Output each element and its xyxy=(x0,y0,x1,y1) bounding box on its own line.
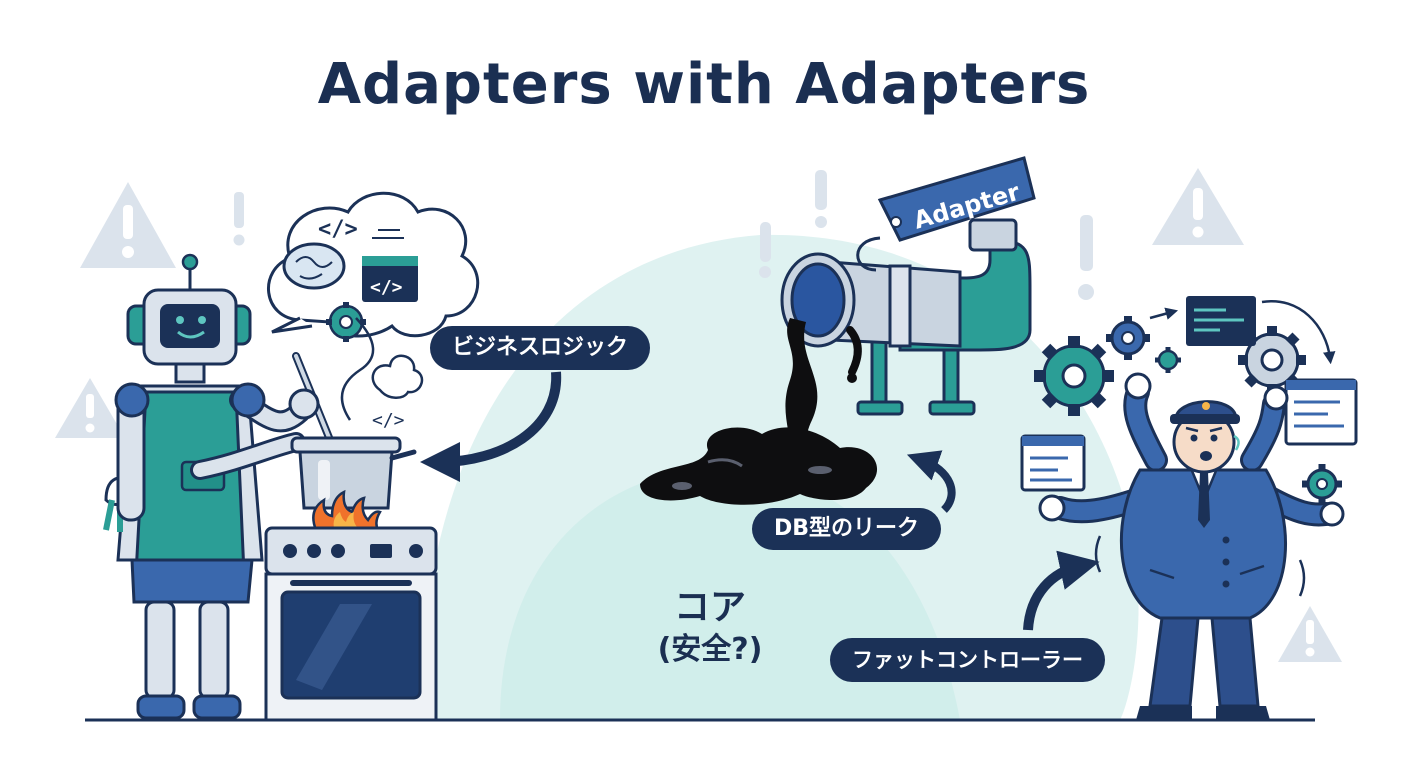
gear-icon xyxy=(1034,336,1114,416)
core-title: コア xyxy=(673,587,746,628)
db-leak xyxy=(640,318,878,505)
warning-icon xyxy=(1152,168,1244,245)
flame-icon xyxy=(312,489,382,532)
code-window-icon xyxy=(1186,296,1256,346)
gear-icon xyxy=(1106,316,1150,360)
code-glyph: </> xyxy=(372,410,405,431)
exclamation-icon xyxy=(233,192,245,246)
brain-icon xyxy=(282,242,346,290)
business-logic-label: ビジネスロジック xyxy=(430,326,651,370)
code-window-icon xyxy=(1020,434,1086,492)
thought-tail xyxy=(271,316,313,334)
code-window-icon xyxy=(1284,378,1358,446)
core-label: コア (安全?) xyxy=(590,586,830,670)
arrow-business-logic xyxy=(420,371,562,482)
steam xyxy=(340,317,375,421)
stove xyxy=(264,526,438,722)
page-title: Adapters with Adapters xyxy=(317,52,1091,117)
core-subtitle: (安全?) xyxy=(657,632,763,667)
exclamation-icon xyxy=(1078,215,1094,300)
warning-icon xyxy=(80,182,176,268)
arrow-fat-controller xyxy=(1023,550,1100,631)
gear-icon xyxy=(326,302,366,342)
exclamation-icon xyxy=(815,170,827,228)
warning-icon xyxy=(55,378,125,438)
fat-controller xyxy=(1038,372,1345,720)
exclamation-icon xyxy=(759,222,771,278)
gear-icon xyxy=(1302,464,1342,504)
arrow-db-leak xyxy=(906,450,956,513)
pipe xyxy=(780,218,1032,416)
db-leak-label: DB型のリーク xyxy=(752,508,942,550)
robot-chef xyxy=(103,253,334,720)
warning-icon xyxy=(1278,606,1342,662)
steam xyxy=(371,354,424,399)
cooking-pot xyxy=(290,436,417,510)
gear-icon xyxy=(1155,347,1181,373)
code-glyph: </> xyxy=(318,217,358,242)
svg-text:</>: </> xyxy=(370,277,403,298)
code-window-icon: </> xyxy=(362,256,418,302)
fat-controller-label: ファットコントローラー xyxy=(830,638,1105,682)
